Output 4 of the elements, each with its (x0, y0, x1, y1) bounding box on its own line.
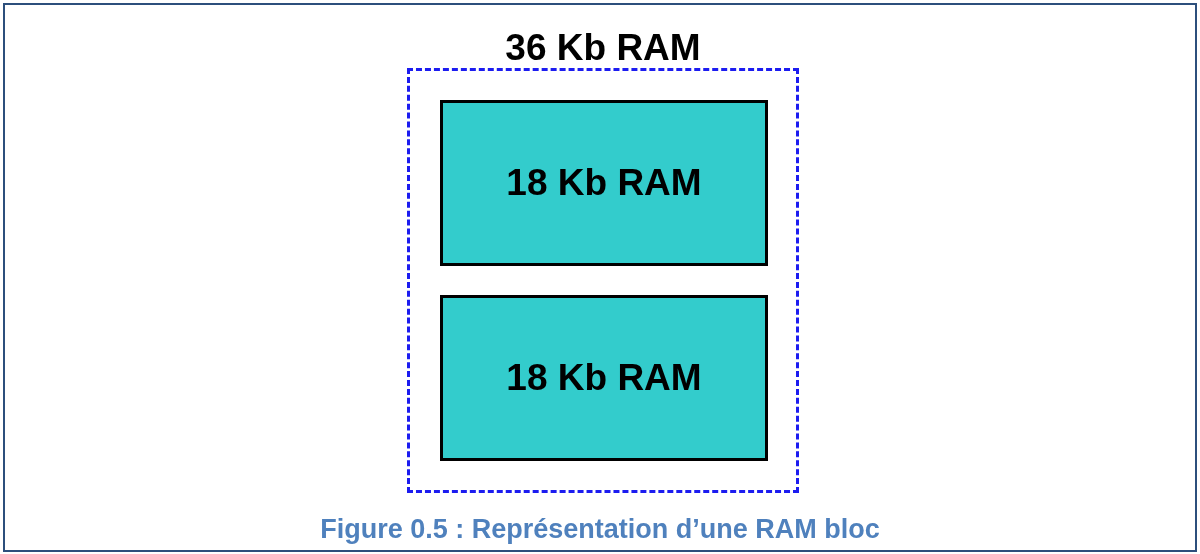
block-heading: 36 Kb RAM (504, 26, 702, 70)
ram-block: 18 Kb RAM (440, 295, 768, 461)
figure-caption: Figure 0.5 : Représentation d’une RAM bloc (320, 513, 880, 546)
ram-block: 18 Kb RAM (440, 100, 768, 266)
